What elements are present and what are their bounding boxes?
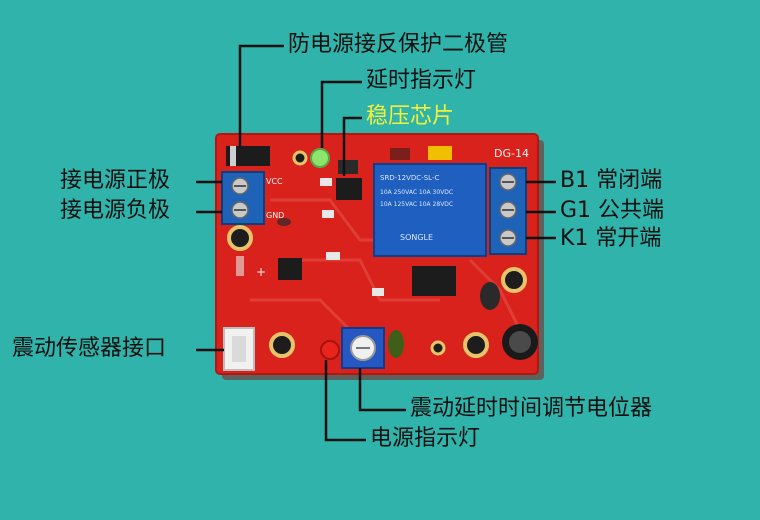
delay-led (310, 148, 330, 168)
callout-g1: G1 公共端 (560, 198, 665, 223)
plus-silkscreen: + (256, 265, 266, 279)
passive-components (236, 178, 500, 310)
callout-power-positive: 接电源正极 (60, 168, 171, 193)
power-led (320, 340, 340, 360)
ic-chips (278, 258, 456, 296)
relay-rating-1: 10A 250VAC 10A 30VDC (380, 189, 453, 196)
callout-power-led: 电源指示灯 (370, 426, 481, 451)
output-terminal (489, 167, 527, 255)
relay-model-text: SRD-12VDC-SL-C (380, 174, 439, 182)
callout-protection-diode: 防电源接反保护二极管 (288, 32, 509, 57)
potentiometer (341, 327, 385, 369)
callout-power-negative: 接电源负极 (60, 198, 171, 223)
relay-brand: SONGLE (400, 233, 433, 242)
vcc-silkscreen: VCC (266, 177, 283, 186)
jumper (428, 146, 452, 160)
relay-rating-2: 10A 125VAC 10A 28VDC (380, 201, 453, 208)
callout-delay-led: 延时指示灯 (366, 68, 477, 93)
power-terminal (221, 171, 265, 225)
callout-b1: B1 常闭端 (560, 168, 663, 193)
protection-diode (226, 146, 270, 166)
header-pins (390, 148, 410, 160)
callout-regulator-chip: 稳压芯片 (366, 104, 455, 129)
capacitor-green (388, 330, 404, 358)
relay (373, 163, 487, 257)
sensor-connector (223, 327, 255, 371)
callout-sensor-port: 震动传感器接口 (12, 336, 167, 361)
electrolytic-capacitor (502, 324, 538, 360)
callout-k1: K1 常开端 (560, 226, 662, 251)
gnd-silkscreen: GND (266, 211, 284, 220)
mounting-holes (227, 150, 527, 358)
callout-lines (196, 44, 556, 442)
model-label: DG-14 (494, 147, 529, 160)
callout-potentiometer: 震动延时时间调节电位器 (410, 396, 653, 421)
